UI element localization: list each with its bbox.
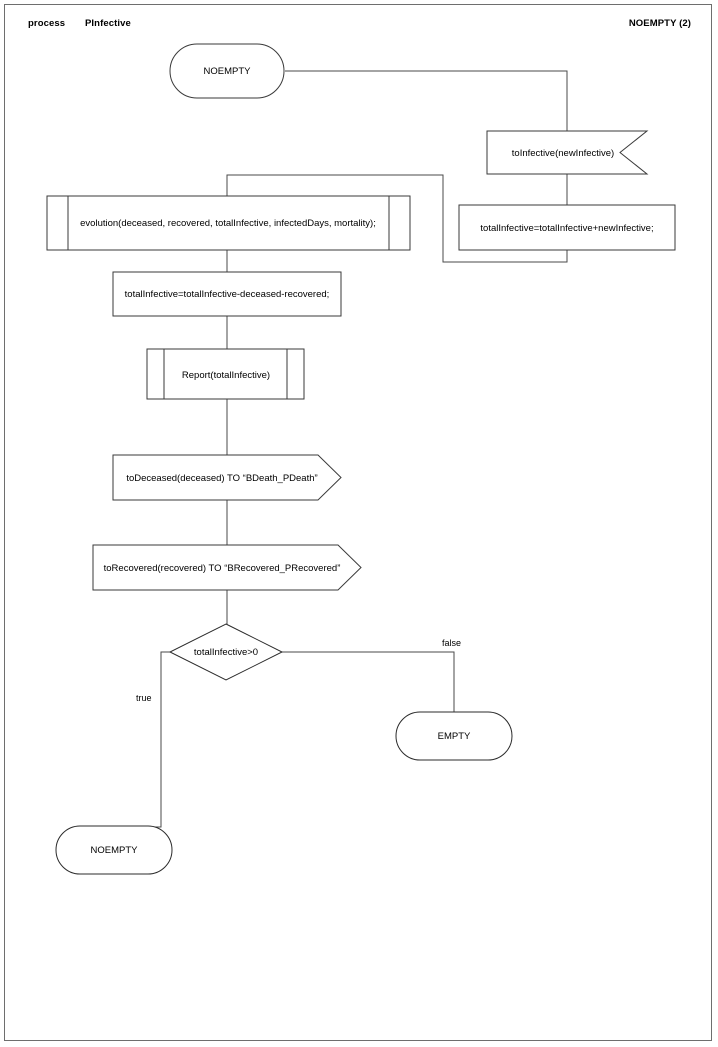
connectors <box>114 70 568 828</box>
node-to-deceased[interactable]: toDeceased(deceased) TO “BDeath_PDeath” <box>112 454 342 501</box>
node-total-infective-sub[interactable]: totalInfective=totalInfective-deceased-r… <box>112 271 342 317</box>
node-total-infective-add-label: totalInfective=totalInfective+newInfecti… <box>480 223 653 234</box>
node-decision-label: totalInfective>0 <box>194 647 258 658</box>
node-total-infective-add[interactable]: totalInfective=totalInfective+newInfecti… <box>458 204 676 251</box>
node-evolution[interactable]: evolution(deceased, recovered, totalInfe… <box>46 195 411 251</box>
predefined-process-shape <box>146 348 305 400</box>
node-end-noempty[interactable]: NOEMPTY <box>55 825 173 875</box>
node-total-infective-sub-label: totalInfective=totalInfective-deceased-r… <box>125 289 330 300</box>
header-state-label: NOEMPTY (2) <box>628 18 691 29</box>
node-end-noempty-label: NOEMPTY <box>91 845 139 856</box>
node-end-empty[interactable]: EMPTY <box>395 711 513 761</box>
edge-start-to-toinfective <box>285 70 568 131</box>
node-to-infective-label: toInfective(newInfective) <box>512 148 614 159</box>
header-process-name: PInfective <box>85 18 131 29</box>
edge-label-false: false <box>442 638 461 648</box>
node-to-deceased-label: toDeceased(deceased) TO “BDeath_PDeath” <box>126 473 317 484</box>
edge-decision-false-to-empty <box>282 651 455 712</box>
node-to-recovered-label: toRecovered(recovered) TO “BRecovered_PR… <box>104 563 341 574</box>
node-to-infective[interactable]: toInfective(newInfective) <box>486 130 649 175</box>
predefined-process-shape <box>46 195 411 251</box>
node-start-noempty-label: NOEMPTY <box>204 66 252 77</box>
edge-label-true: true <box>136 693 152 703</box>
edge-labels: false true <box>136 638 461 703</box>
signal-notched-shape <box>486 130 649 175</box>
process-shape <box>112 271 342 317</box>
process-shape <box>458 204 676 251</box>
node-end-empty-label: EMPTY <box>438 731 471 742</box>
node-decision[interactable]: totalInfective>0 <box>168 623 284 681</box>
header-kind-label: process <box>28 18 66 29</box>
terminator-shape <box>395 711 513 761</box>
decision-shape <box>168 623 284 681</box>
edge-add-to-evolution <box>226 174 568 263</box>
edge-decision-true-to-noempty <box>114 651 170 828</box>
node-start-noempty[interactable]: NOEMPTY <box>169 43 285 99</box>
node-to-recovered[interactable]: toRecovered(recovered) TO “BRecovered_PR… <box>92 544 362 591</box>
signal-arrow-shape <box>92 544 362 591</box>
node-report[interactable]: Report(totalInfective) <box>146 348 305 400</box>
terminator-shape <box>55 825 173 875</box>
node-report-label: Report(totalInfective) <box>182 370 270 381</box>
terminator-shape <box>169 43 285 99</box>
node-evolution-label: evolution(deceased, recovered, totalInfe… <box>80 218 376 229</box>
signal-arrow-shape <box>112 454 342 501</box>
